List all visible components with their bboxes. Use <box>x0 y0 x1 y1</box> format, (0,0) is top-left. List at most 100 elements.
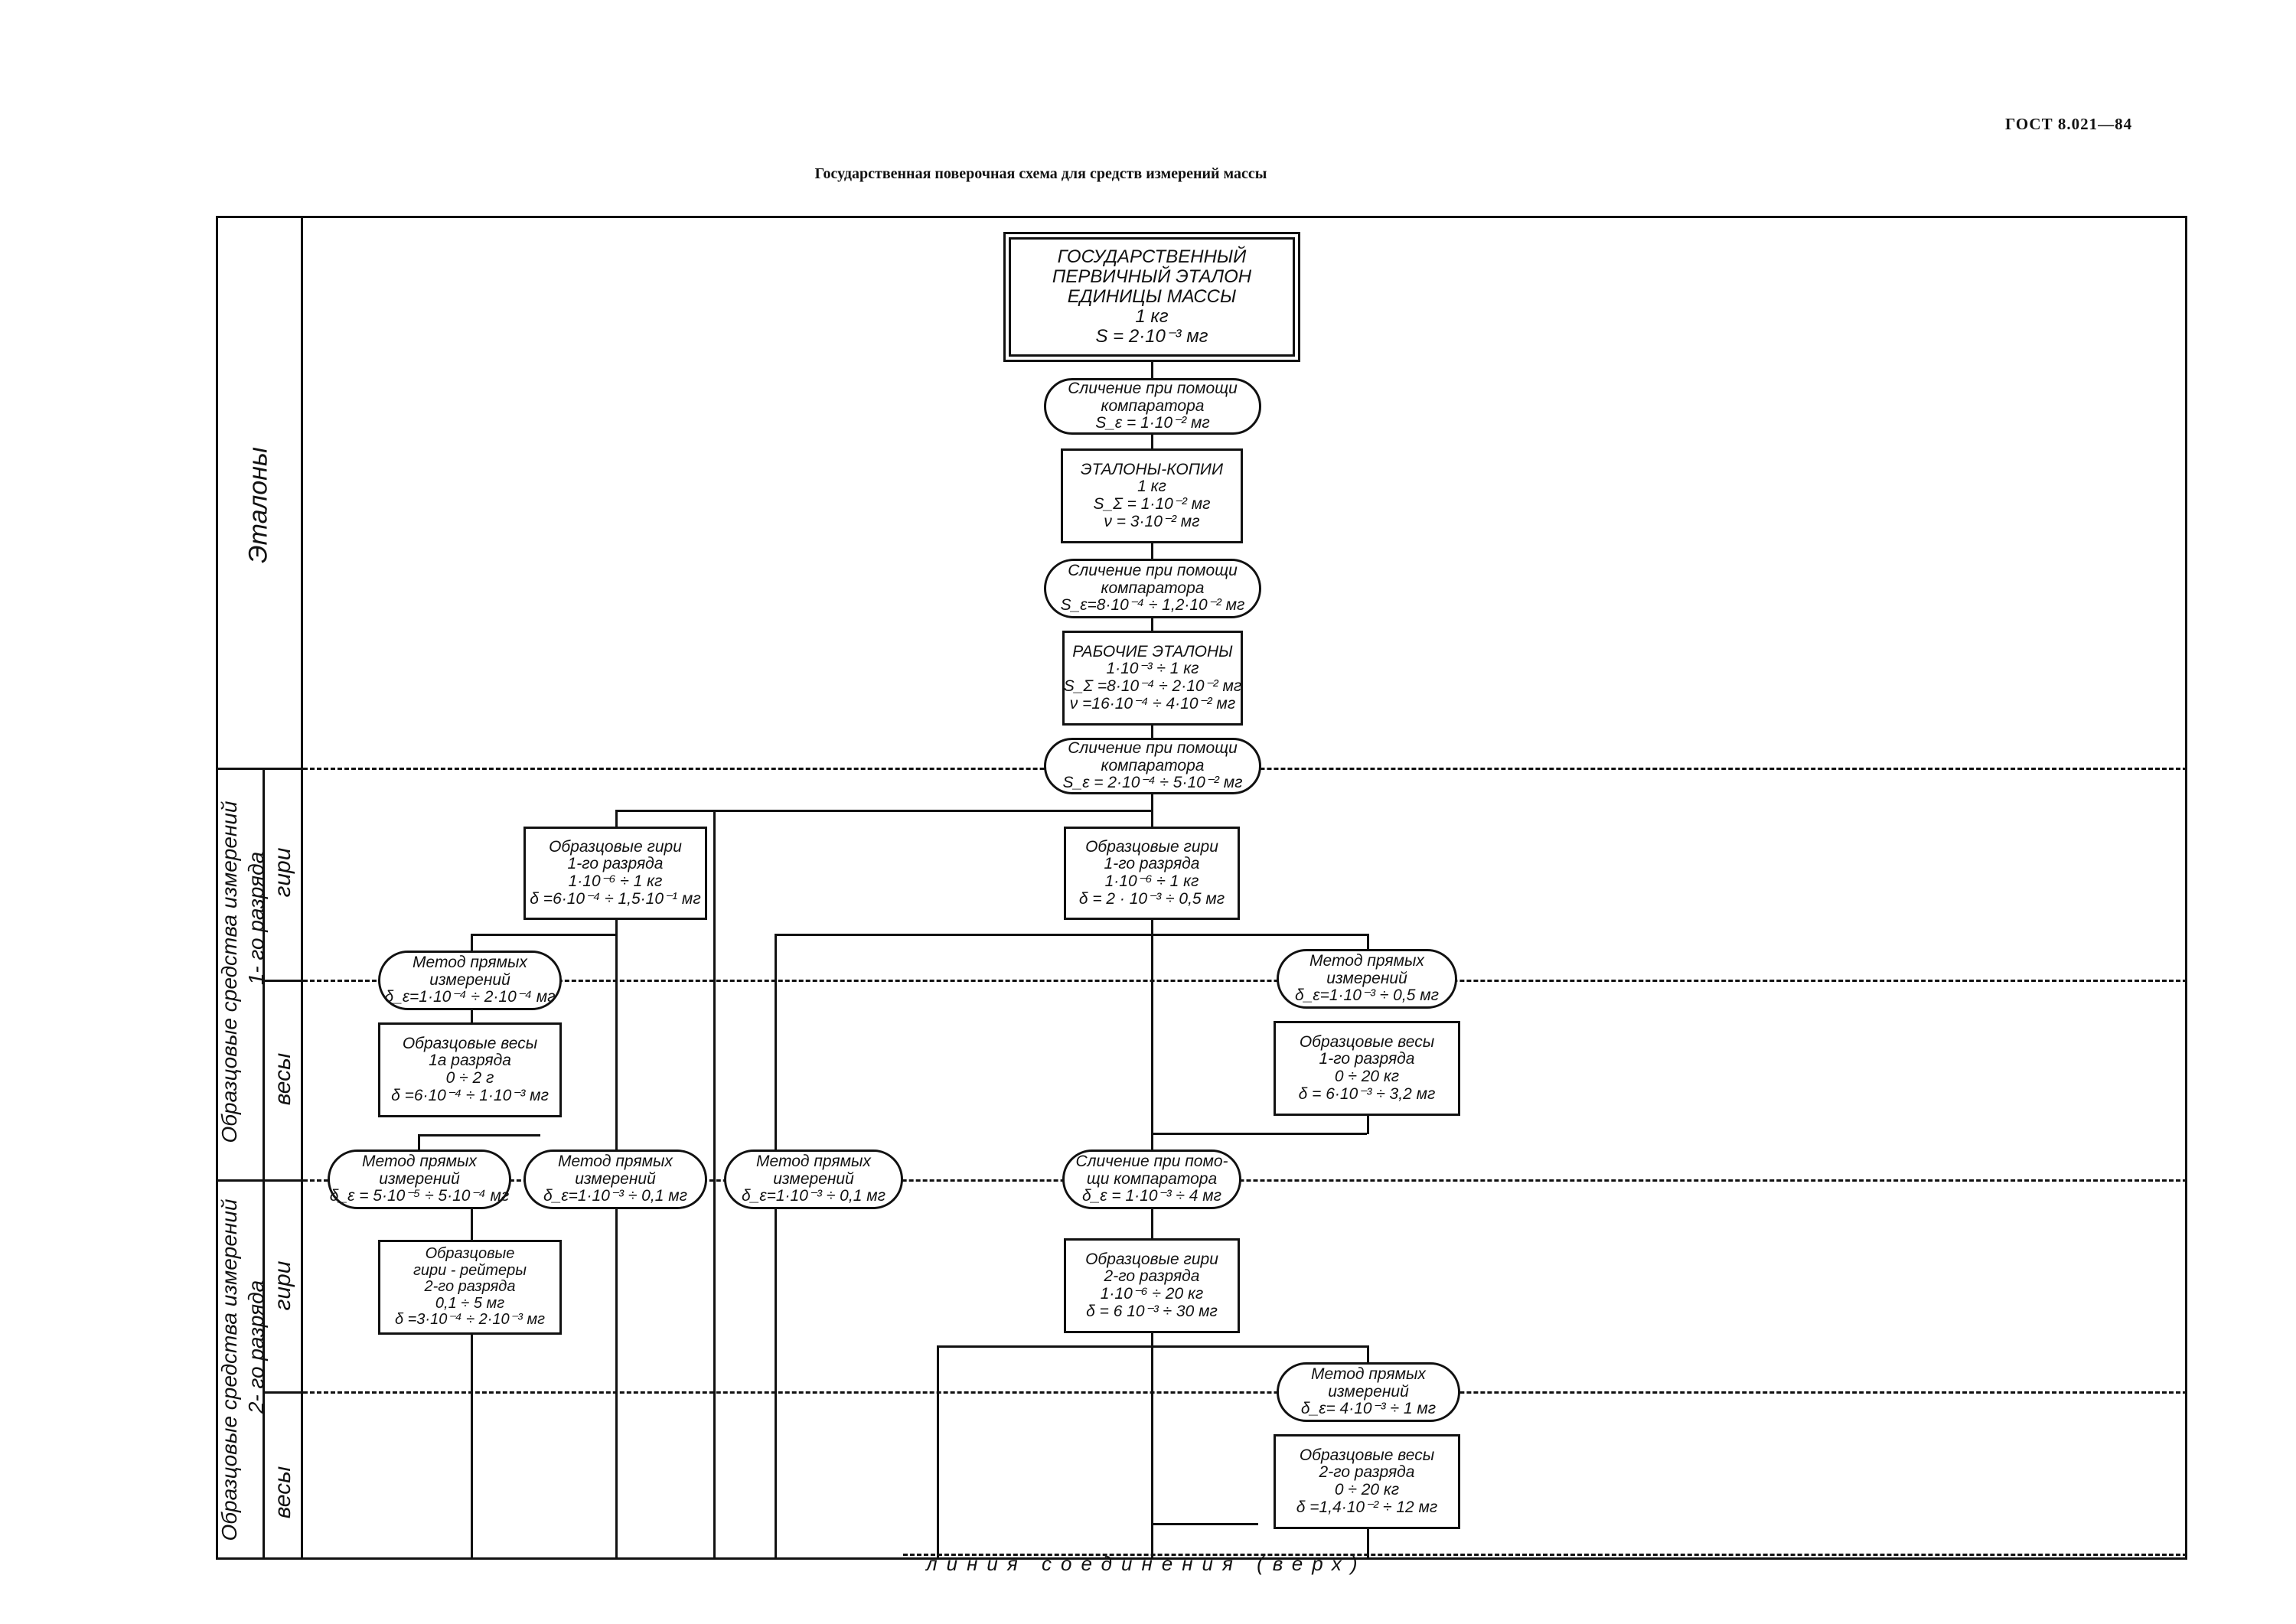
node-line: 1-го разряда <box>567 855 664 873</box>
dashed-bottom-connection-line <box>903 1554 2187 1556</box>
node-line: 1 кг <box>1137 478 1166 496</box>
node-line: 2-го разряда <box>424 1278 516 1296</box>
primary-line: ГОСУДАРСТВЕННЫЙ <box>1057 246 1247 268</box>
node-line: S_ε = 1·10⁻² мг <box>1095 414 1210 432</box>
node-line: Образцовые гири <box>1085 1250 1218 1268</box>
node-primary-standard: ГОСУДАРСТВЕННЫЙ ПЕРВИЧНЫЙ ЭТАЛОН ЕДИНИЦЫ… <box>1003 232 1300 362</box>
node-method-c: Метод прямых измерений δ_ε=1·10⁻³ ÷ 0,1 … <box>724 1150 903 1209</box>
node-line: ν =16·10⁻⁴ ÷ 4·10⁻² мг <box>1069 694 1236 713</box>
node-line: Сличение при помо- <box>1075 1152 1228 1170</box>
node-method-left-1: Метод прямых измерений δ_ε=1·10⁻⁴ ÷ 2·10… <box>378 951 562 1010</box>
node-line: S_Σ = 1·10⁻² мг <box>1093 495 1211 513</box>
subsection-vesy1-label: весы <box>270 1052 295 1106</box>
node-line: 1·10⁻⁶ ÷ 20 кг <box>1100 1285 1204 1303</box>
separator-section-column <box>301 216 303 1560</box>
node-line: Образцовые гири <box>1085 837 1218 856</box>
node-line: δ_ε = 5·10⁻⁵ ÷ 5·10⁻⁴ мг <box>329 1187 510 1205</box>
node-line: 0 ÷ 20 кг <box>1334 1481 1400 1498</box>
node-line: Образцовые <box>425 1245 515 1263</box>
node-line: S_ε=8·10⁻⁴ ÷ 1,2·10⁻² мг <box>1060 596 1245 615</box>
section-obr2-grade-label: 2- го разряда <box>244 1280 268 1414</box>
connector-right-branch <box>775 934 1367 936</box>
node-line: измерений <box>575 1169 656 1188</box>
node-comparator-3: Сличение при помощи компаратора S_ε = 2·… <box>1044 738 1261 794</box>
node-line: 1а разряда <box>429 1052 511 1070</box>
divider-obr1 <box>216 1179 303 1182</box>
node-line: Образцовые весы <box>1299 1032 1435 1051</box>
section-etalony-label: Эталоны <box>243 447 273 563</box>
node-method-right-1: Метод прямых измерений δ_ε=1·10⁻³ ÷ 0,5 … <box>1277 949 1457 1009</box>
connector-left-methods <box>471 934 616 936</box>
connector-main-trunk <box>1151 360 1153 1560</box>
dashed-divider-obr2-giri <box>303 1391 2187 1394</box>
node-line: δ =6·10⁻⁴ ÷ 1,5·10⁻¹ мг <box>530 889 701 908</box>
node-line: измерений <box>773 1169 854 1188</box>
node-line: измерений <box>1326 969 1407 987</box>
node-line: δ =1,4·10⁻² ÷ 12 мг <box>1296 1498 1438 1516</box>
section-obr1-label: Образцовые средства измерений <box>217 801 241 1143</box>
connector-right-vesy1 <box>1151 1133 1367 1135</box>
node-line: δ_ε= 4·10⁻³ ÷ 1 мг <box>1300 1400 1437 1418</box>
node-line: Метод прямых <box>1311 1365 1426 1383</box>
node-copies: ЭТАЛОНЫ-КОПИИ 1 кг S_Σ = 1·10⁻² мг ν = 3… <box>1061 448 1243 543</box>
node-line: Образцовые гири <box>549 837 682 856</box>
node-line: ЭТАЛОНЫ-КОПИИ <box>1081 460 1223 478</box>
divider-obr1-giri <box>263 980 303 982</box>
dashed-divider-obr1 <box>303 1179 2187 1182</box>
node-line: компаратора <box>1101 396 1205 415</box>
node-comparator-2: Сличение при помощи компаратора S_ε=8·10… <box>1044 559 1261 618</box>
node-line: δ = 6·10⁻³ ÷ 3,2 мг <box>1298 1084 1436 1103</box>
node-vesy-1a: Образцовые весы 1а разряда 0 ÷ 2 г δ =6·… <box>378 1022 562 1117</box>
connector-mid-c <box>775 934 777 1560</box>
node-method-right-2: Метод прямых измерений δ_ε= 4·10⁻³ ÷ 1 м… <box>1277 1362 1460 1422</box>
outer-frame <box>216 216 2187 1560</box>
primary-line: ЕДИНИЦЫ МАССЫ <box>1067 286 1237 308</box>
node-line: Метод прямых <box>756 1152 871 1170</box>
node-line: Сличение при помощи <box>1068 380 1238 397</box>
node-line: Образцовые весы <box>1299 1446 1435 1464</box>
node-line: δ_ε=1·10⁻³ ÷ 0,5 мг <box>1295 986 1439 1005</box>
node-line: Метод прямых <box>413 953 527 971</box>
node-line: δ_ε = 1·10⁻³ ÷ 4 мг <box>1081 1187 1222 1205</box>
node-line: ν = 3·10⁻² мг <box>1104 512 1200 530</box>
section-obr1-grade-label: 1- го разряда <box>244 851 268 986</box>
node-line: 2-го разряда <box>1319 1463 1415 1482</box>
node-line: δ =3·10⁻⁴ ÷ 2·10⁻³ мг <box>394 1311 546 1329</box>
node-line: Образцовые весы <box>402 1034 538 1052</box>
subsection-giri2-label: гири <box>270 1260 295 1311</box>
document-title: Государственная поверочная схема для сре… <box>814 165 1267 182</box>
node-line: Сличение при помощи <box>1068 739 1238 757</box>
primary-line: ПЕРВИЧНЫЙ ЭТАЛОН <box>1052 266 1252 288</box>
document-code: ГОСТ 8.021—84 <box>2005 115 2133 133</box>
primary-line: S = 2·10⁻³ мг <box>1095 325 1208 347</box>
node-line: δ =6·10⁻⁴ ÷ 1·10⁻³ мг <box>391 1086 549 1104</box>
separator-subsection-column <box>263 769 265 1560</box>
bottom-connection-note: линия соединения (верх) <box>926 1552 1367 1575</box>
node-vesy1-right: Образцовые весы 1-го разряда 0 ÷ 20 кг δ… <box>1274 1021 1460 1116</box>
node-method-a: Метод прямых измерений δ_ε = 5·10⁻⁵ ÷ 5·… <box>328 1150 511 1209</box>
node-line: Метод прямых <box>558 1152 673 1170</box>
node-line: δ = 2 · 10⁻³ ÷ 0,5 мг <box>1078 889 1225 908</box>
node-line: Метод прямых <box>1309 951 1424 970</box>
node-line: 0 ÷ 2 г <box>445 1069 494 1087</box>
node-line: 1·10⁻⁶ ÷ 1 кг <box>568 872 663 890</box>
node-line: 1·10⁻³ ÷ 1 кг <box>1106 660 1199 678</box>
node-method-b: Метод прямых измерений δ_ε=1·10⁻³ ÷ 0,1 … <box>523 1150 707 1209</box>
divider-etalony <box>216 768 303 770</box>
node-line: 0 ÷ 20 кг <box>1334 1068 1400 1085</box>
node-line: 1·10⁻⁶ ÷ 1 кг <box>1104 872 1199 890</box>
node-line: щи компаратора <box>1086 1169 1218 1188</box>
connector-left-vesy <box>418 1134 540 1136</box>
node-line: 0,1 ÷ 5 мг <box>435 1294 505 1312</box>
subsection-vesy2-label: весы <box>270 1466 295 1519</box>
node-riders: Образцовые гири - рейтеры 2-го разряда 0… <box>378 1240 562 1335</box>
node-line: δ = 6 10⁻³ ÷ 30 мг <box>1086 1302 1218 1320</box>
divider-obr2-giri <box>263 1391 303 1394</box>
node-working-standards: РАБОЧИЕ ЭТАЛОНЫ 1·10⁻³ ÷ 1 кг S_Σ =8·10⁻… <box>1062 631 1243 726</box>
node-line: измерений <box>429 970 510 989</box>
node-line: измерений <box>1328 1382 1409 1401</box>
node-line: 1-го разряда <box>1104 855 1200 873</box>
node-giri1-left: Образцовые гири 1-го разряда 1·10⁻⁶ ÷ 1 … <box>523 827 707 920</box>
node-line: δ_ε=1·10⁻³ ÷ 0,1 мг <box>543 1187 687 1205</box>
node-giri1-right: Образцовые гири 1-го разряда 1·10⁻⁶ ÷ 1 … <box>1064 827 1240 920</box>
